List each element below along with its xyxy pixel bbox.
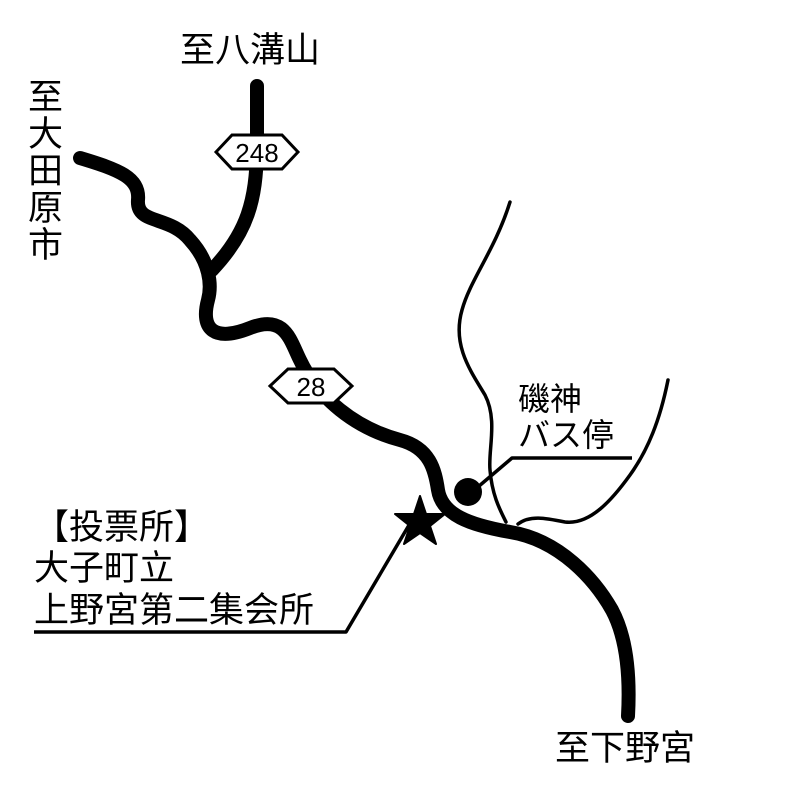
side-road-east: [516, 378, 670, 526]
route-shield-248: 248: [213, 133, 301, 171]
destination-west-label: 至大田原市: [22, 78, 62, 263]
circle-icon: [454, 478, 482, 506]
polling-place-heading: 【投票所】: [34, 508, 210, 548]
route-shield-28: 28: [267, 367, 355, 405]
bus-stop-name: 磯神: [518, 380, 583, 418]
destination-south-label: 至下野宮: [555, 729, 696, 769]
star-icon: [394, 495, 446, 545]
bus-stop-label: 磯神 バス停: [518, 380, 615, 454]
polling-place-label: 【投票所】 大子町立 上野宮第二集会所: [34, 508, 314, 632]
polling-place-leader-line: [34, 519, 414, 634]
side-road-north: [457, 200, 512, 524]
route-shield-28-label: 28: [297, 372, 326, 402]
polling-place-name-line1: 大子町立: [34, 549, 175, 590]
route-shield-248-label: 248: [235, 138, 278, 168]
polling-place-name-line2: 上野宮第二集会所: [34, 590, 315, 631]
destination-north-label: 至八溝山: [180, 31, 321, 71]
bus-stop-leader-line: [470, 456, 632, 494]
road-route-248: [205, 79, 264, 277]
bus-stop-type: バス停: [518, 415, 615, 454]
